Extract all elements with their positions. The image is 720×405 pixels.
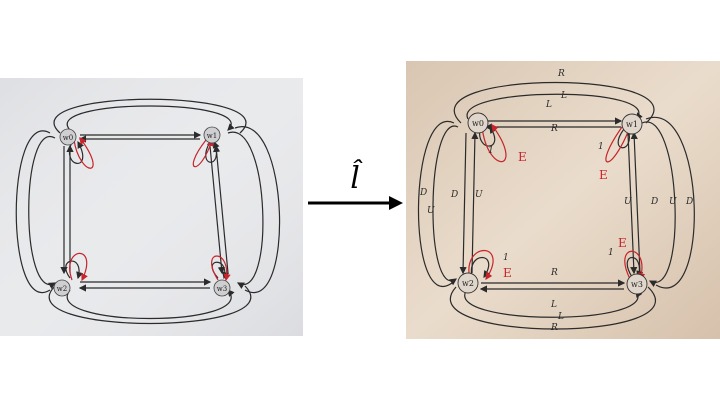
- left-diagram-photo: w0 w1 w2 w3: [0, 78, 303, 336]
- right-loop-w3: [626, 256, 644, 279]
- right-label-top-outer: R: [557, 69, 565, 79]
- operator-arrow: l̂: [308, 159, 403, 210]
- right-edge-right-outer-2: [645, 116, 695, 289]
- right-red-label-w2: E: [503, 266, 512, 280]
- left-edge-right-outer-2: [234, 126, 281, 294]
- left-edge-bot-outer-2: [48, 285, 252, 325]
- right-edge-bot-outer: [449, 286, 657, 330]
- operator-symbol: l̂: [350, 159, 362, 196]
- right-loop-w0: [479, 126, 497, 147]
- right-label-top-inner-l: L: [545, 100, 552, 110]
- right-label-right-d1: D: [650, 197, 658, 207]
- right-red-loop-w3: [624, 250, 646, 281]
- right-red-loop-w0: [481, 124, 507, 163]
- right-label-left-d1: D: [419, 188, 427, 198]
- right-red-loops: [468, 124, 646, 281]
- right-loop-label-w0: 1: [488, 146, 494, 156]
- left-node-w2: [53, 279, 71, 297]
- left-node-w3: [213, 279, 231, 297]
- right-edge-labels: R L L R R L L R D U D U U D U D 1 1 1 1: [419, 69, 693, 333]
- right-label-bot-mid-l: L: [550, 300, 557, 310]
- right-edge-left-2: [471, 131, 479, 274]
- right-label-right-u2: U: [669, 197, 677, 207]
- right-label-right-d2: D: [685, 197, 693, 207]
- arrow-head: [389, 196, 403, 210]
- right-label-left-d2: D: [450, 190, 458, 200]
- left-edge-bot-outer-1: [66, 289, 235, 320]
- right-diagram-photo: R L L R R L L R D U D U U D U D 1 1 1 1 …: [406, 61, 720, 339]
- right-node-w1: [621, 113, 643, 135]
- right-edge-right-2: [630, 131, 641, 274]
- left-loop-w0: [69, 140, 85, 164]
- right-label-right-u: U: [624, 197, 632, 207]
- left-nodes: w0 w1 w2 w3: [53, 126, 231, 297]
- right-loop-w1: [617, 127, 634, 149]
- right-node-w1-label: w1: [626, 120, 638, 129]
- right-edge-top-mid: [466, 93, 643, 120]
- right-paper: [406, 61, 720, 339]
- right-label-top-inner-r: R: [550, 124, 558, 134]
- right-label-left-u1: U: [427, 206, 435, 216]
- right-edge-top-outer: [453, 81, 655, 124]
- left-loop-w1: [205, 140, 220, 163]
- left-edge-right-1: [209, 145, 226, 275]
- left-red-loop-w2: [69, 252, 88, 282]
- left-edge-left-outer-2: [15, 130, 51, 294]
- right-label-bot-inner: R: [550, 268, 558, 278]
- right-node-w3: [626, 273, 648, 295]
- right-loop-label-w2: 1: [503, 253, 509, 263]
- left-red-loop-w1: [192, 138, 214, 168]
- right-node-w0-label: w0: [472, 119, 484, 128]
- right-edges: [417, 81, 695, 330]
- right-loop-w2: [470, 256, 491, 279]
- right-node-w3-label: w3: [631, 280, 643, 289]
- right-edge-left-outer-2: [417, 120, 455, 287]
- right-label-bot-outer: R: [550, 323, 558, 333]
- left-node-w3-label: w3: [217, 285, 227, 293]
- left-edge-top-outer-1: [66, 105, 235, 131]
- left-red-loop-w3: [211, 255, 231, 282]
- left-node-w0-label: w0: [63, 134, 73, 142]
- right-red-loop-w1: [605, 125, 632, 163]
- right-edge-bot-mid: [464, 290, 643, 318]
- right-label-left-u2: U: [475, 190, 483, 200]
- right-node-w2-label: w2: [462, 279, 474, 288]
- left-red-loops: [69, 137, 231, 282]
- right-edge-left-1: [459, 132, 467, 275]
- right-node-w0: [467, 112, 489, 134]
- right-nodes: w0 w1 w2 w3: [457, 112, 648, 295]
- left-red-loop-w0: [73, 137, 94, 169]
- left-node-w1: [203, 126, 221, 144]
- left-edge-right-outer-1: [227, 131, 264, 290]
- left-edge-right-2: [212, 144, 229, 274]
- left-node-w0: [59, 128, 77, 146]
- right-loop-label-w3: 1: [608, 248, 614, 258]
- right-red-loop-w2: [468, 249, 494, 281]
- right-edge-left-outer-1: [432, 125, 459, 286]
- right-label-bot-mid-r: L: [557, 312, 564, 322]
- right-red-label-w0: E: [518, 150, 527, 164]
- right-node-w2: [457, 272, 479, 294]
- right-red-label-w3: E: [618, 236, 627, 250]
- right-label-top-mid: L: [560, 91, 567, 101]
- right-edge-right-1: [627, 132, 638, 275]
- left-edges: [15, 98, 281, 325]
- right-red-labels: E E E E: [503, 150, 627, 280]
- left-paper-shade: [0, 78, 303, 336]
- left-node-w1-label: w1: [207, 132, 217, 140]
- right-loop-label-w1: 1: [598, 142, 604, 152]
- right-edge-right-outer-1: [641, 121, 676, 287]
- left-edge-top-outer-2: [53, 98, 247, 134]
- left-edge-left-outer-1: [28, 135, 57, 290]
- right-red-label-w1: E: [599, 168, 608, 182]
- left-node-w2-label: w2: [57, 285, 67, 293]
